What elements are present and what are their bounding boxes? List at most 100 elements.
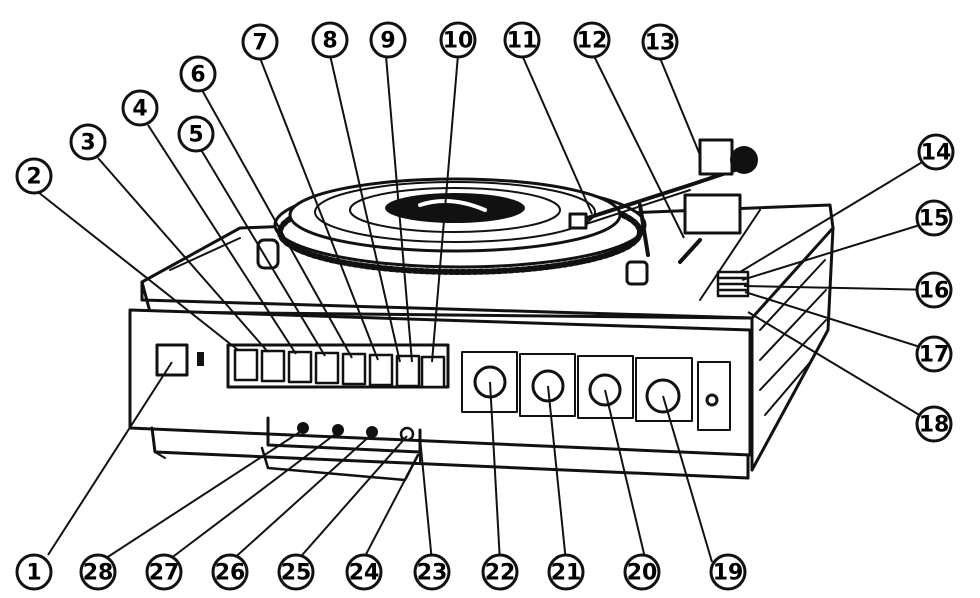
base	[150, 426, 750, 480]
callout-circle	[211, 553, 249, 591]
callout-21: 21	[547, 553, 585, 591]
callout-1: 1	[15, 553, 53, 591]
callout-label: 27	[149, 561, 180, 586]
power-switch	[155, 343, 189, 377]
callout-14: 14	[917, 133, 955, 171]
callout-label: 16	[919, 279, 950, 304]
callout-circle	[503, 21, 541, 59]
callout-label: 24	[349, 561, 380, 586]
callout-label: 17	[919, 343, 950, 368]
slider-grille	[716, 270, 750, 298]
callout-circle	[915, 335, 953, 373]
callout-3: 3	[69, 123, 107, 161]
callout-label: 12	[577, 29, 608, 54]
callout-16: 16	[915, 271, 953, 309]
callout-label: 13	[645, 31, 676, 56]
push-button	[341, 352, 367, 386]
callout-22: 22	[481, 553, 519, 591]
callout-label: 7	[252, 31, 267, 56]
callout-label: 21	[551, 561, 582, 586]
callout-circle	[915, 405, 953, 443]
bottom-tray	[260, 446, 420, 482]
callout-label: 25	[281, 561, 312, 586]
right-side-shading	[759, 259, 827, 416]
callout-circle	[709, 553, 747, 591]
callout-label: 11	[507, 29, 538, 54]
callout-4: 4	[121, 89, 159, 127]
callout-circle	[241, 23, 279, 61]
callout-circle	[15, 553, 53, 591]
callout-circle	[623, 553, 661, 591]
callout-2: 2	[15, 157, 53, 195]
callout-label: 1	[26, 561, 41, 586]
callout-25: 25	[277, 553, 315, 591]
callout-6: 6	[179, 55, 217, 93]
leader-lines	[37, 54, 937, 563]
callout-circle	[177, 115, 215, 153]
callout-circle	[345, 553, 383, 591]
counterweight	[698, 138, 734, 176]
push-button	[287, 350, 313, 384]
callout-circle	[79, 553, 117, 591]
tonearm	[568, 138, 758, 286]
callout-circle	[439, 21, 477, 59]
callout-8: 8	[311, 21, 349, 59]
callout-label: 9	[380, 29, 395, 54]
callout-11: 11	[503, 21, 541, 59]
record-label	[385, 193, 525, 223]
push-button	[260, 349, 286, 383]
callout-15: 15	[915, 199, 953, 237]
callout-circle	[573, 21, 611, 59]
power-indicator	[197, 352, 204, 366]
tonearm-base	[683, 193, 742, 235]
callout-label: 6	[190, 63, 205, 88]
callout-circle	[915, 271, 953, 309]
callout-20: 20	[623, 553, 661, 591]
right-side-panel	[750, 226, 835, 472]
callout-label: 14	[921, 141, 952, 166]
callout-circle	[121, 89, 159, 127]
callout-circle	[547, 553, 585, 591]
callout-circle	[917, 133, 955, 171]
callout-circle	[641, 23, 679, 61]
push-button	[395, 354, 421, 388]
callout-label: 2	[26, 165, 41, 190]
callout-23: 23	[413, 553, 451, 591]
callout-17: 17	[915, 335, 953, 373]
callout-circle	[311, 21, 349, 59]
callout-18: 18	[915, 405, 953, 443]
callout-26: 26	[211, 553, 249, 591]
callout-circle	[69, 123, 107, 161]
callout-label: 22	[485, 561, 516, 586]
callout-label: 5	[188, 123, 203, 148]
callout-10: 10	[439, 21, 477, 59]
callout-circle	[15, 157, 53, 195]
callout-circle	[145, 553, 183, 591]
speed-knob	[256, 238, 280, 270]
callout-9: 9	[369, 21, 407, 59]
callout-label: 19	[713, 561, 744, 586]
callout-label: 20	[627, 561, 658, 586]
arm-rest	[625, 260, 649, 286]
callout-label: 23	[417, 561, 448, 586]
callout-label: 26	[215, 561, 246, 586]
callout-circle	[915, 199, 953, 237]
callout-label: 18	[919, 413, 950, 438]
callout-13: 13	[641, 23, 679, 61]
callout-27: 27	[145, 553, 183, 591]
callout-label: 10	[443, 29, 474, 54]
callout-circle	[277, 553, 315, 591]
push-button	[233, 348, 259, 382]
callout-5: 5	[177, 115, 215, 153]
jack	[705, 393, 719, 407]
callout-label: 8	[322, 29, 337, 54]
platter	[273, 177, 647, 275]
callout-label: 4	[132, 97, 147, 122]
callout-19: 19	[709, 553, 747, 591]
callout-12: 12	[573, 21, 611, 59]
callout-label: 28	[83, 561, 114, 586]
turntable-illustration	[128, 138, 835, 482]
push-button	[314, 351, 340, 385]
